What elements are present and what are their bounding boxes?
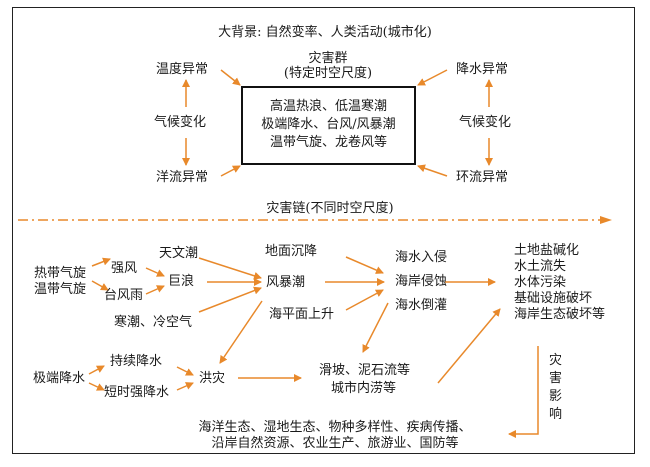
outer-frame: [12, 7, 635, 454]
flood: 洪灾: [199, 371, 226, 386]
arrow-cyclone-to-rain: [91, 280, 109, 291]
impact-item: 土地盐碱化: [514, 243, 580, 258]
final-impact-line: 沿岸自然资源、农业生产、旅游业、国防等: [211, 436, 459, 451]
arrow-backflow-to-landslide: [362, 302, 389, 353]
arrow-rain-to-wave: [145, 285, 165, 295]
climate-change-right: 气候变化: [459, 115, 512, 130]
storm-surge: 风暴潮: [266, 275, 306, 290]
impact-item: 水体污染: [514, 275, 567, 290]
arrow-persistent-to-flood: [176, 366, 194, 376]
seawater-intrusion: 海水入侵: [395, 250, 448, 265]
circulation-anomaly: 环流异常: [456, 170, 509, 185]
short-heavy-precipitation: 短时强降水: [104, 385, 170, 400]
arrow-extreme-to-persistent: [88, 365, 105, 375]
disaster-chain-title: 灾害链(不同时空尺度): [266, 201, 394, 216]
arrow-tide-to-surge: [198, 257, 262, 280]
temperature-anomaly: 温度异常: [156, 62, 209, 77]
arrow-temp-to-box: [220, 69, 241, 86]
arrow-surge-to-flood: [219, 300, 263, 364]
arrow-landslide-to-impacts: [437, 308, 501, 384]
background-label: 大背景: 自然变率、人类活动(城市化): [218, 25, 432, 40]
arrow-impact-to-final: [508, 346, 539, 438]
arrow-cold-to-surge: [198, 286, 262, 313]
arrow-cyclone-to-wind: [91, 257, 111, 267]
group-line: 高温热浪、低温寒潮: [269, 99, 387, 114]
tropical-cyclone: 热带气旋: [34, 266, 87, 281]
land-subsidence: 地面沉降: [265, 244, 318, 259]
impact-item: 海岸生态破坏等: [514, 307, 606, 322]
huge-wave: 巨浪: [168, 274, 195, 289]
arrow-sealevel-to-intrusion: [345, 289, 384, 311]
landslide-debris-flow: 滑坡、泥石流等: [319, 363, 411, 378]
impact-item: 水土流失: [514, 259, 567, 274]
strong-wind: 强风: [111, 261, 138, 276]
impact-item: 基础设施破坏: [514, 291, 593, 306]
chain-divider-arrowhead: [600, 216, 612, 224]
group-line: 极端降水、台风/风暴潮: [261, 117, 396, 132]
extreme-precipitation: 极端降水: [33, 371, 86, 386]
ocean-current-anomaly: 洋流异常: [156, 170, 209, 185]
arrow-extreme-to-short: [88, 382, 105, 391]
precipitation-anomaly: 降水异常: [456, 62, 509, 77]
arrow-precip-to-box: [417, 69, 448, 86]
disaster-group-subtitle: (特定时空尺度): [283, 66, 373, 81]
urban-waterlogging: 城市内涝等: [331, 381, 397, 396]
arrow-short-to-flood: [176, 382, 194, 391]
climate-change-left: 气候变化: [154, 115, 207, 130]
arrow-ocean-to-box: [220, 165, 241, 177]
group-line: 温带气旋、龙卷风等: [269, 135, 387, 150]
astronomical-tide: 天文潮: [159, 246, 199, 261]
temperate-cyclone: 温带气旋: [34, 282, 87, 297]
sea-level-rise: 海平面上升: [269, 307, 335, 322]
typhoon-rain: 台风雨: [104, 288, 144, 303]
disaster-group-box: 高温热浪、低温寒潮 极端降水、台风/风暴潮 温带气旋、龙卷风等: [241, 86, 416, 165]
cold-wave: 寒潮、冷空气: [114, 315, 193, 330]
arrow-subsidence-to-intrusion: [345, 256, 384, 274]
final-impact-line: 海洋生态、湿地生态、物种多样性、疾病传播、: [198, 420, 472, 435]
coastal-erosion: 海岸侵蚀: [395, 274, 448, 289]
disaster-group-title: 灾害群: [308, 51, 348, 66]
seawater-backflow: 海水倒灌: [395, 298, 448, 313]
persistent-precipitation: 持续降水: [110, 354, 163, 369]
disaster-impact-vertical: 灾害影响: [549, 353, 563, 422]
arrow-wind-to-wave: [145, 267, 165, 277]
arrow-circulation-to-box: [417, 164, 448, 177]
